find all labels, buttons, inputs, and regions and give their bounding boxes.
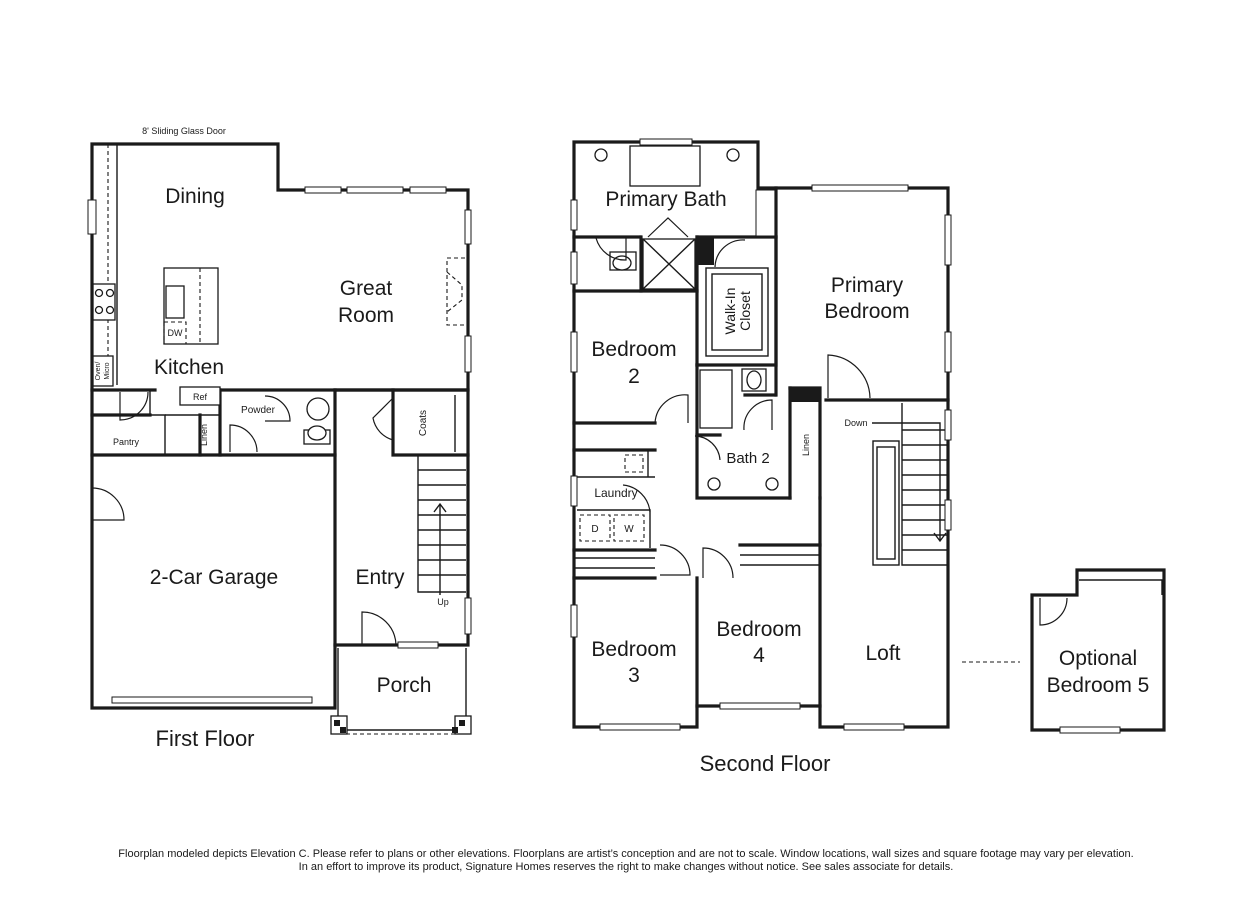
washer-label: W [624,524,634,535]
refrigerator-label: Ref [193,392,208,402]
room-label-walk-in-closet: Walk-In [722,288,738,335]
bathtub-icon [699,369,733,429]
second-floor-labels: Primary Bath Primary Bedroom Walk-In Clo… [591,188,1149,776]
dryer-box [579,514,611,542]
room-label-great-room-2: Room [338,304,394,327]
room-label-entry: Entry [355,566,405,589]
oven-micro-label-2: Micro [104,362,111,379]
washer-box [613,514,645,542]
disclaimer-line-1: Floorplan modeled depicts Elevation C. P… [118,848,1134,860]
stairs-up [418,469,466,595]
second-floor-plan [570,138,1166,734]
room-label-bedroom-3: Bedroom [591,638,676,661]
bathtub-icon [629,145,701,187]
room-label-great-room: Great [340,277,393,300]
room-label-laundry: Laundry [594,486,637,500]
dishwasher-label: DW [168,328,183,338]
room-label-optional-bedroom-5: Optional [1059,647,1137,670]
sliding-door-label: 8' Sliding Glass Door [142,126,226,136]
stairs-down [872,403,948,566]
sink-icon [165,285,185,319]
room-label-bedroom-3-number: 3 [628,664,640,687]
room-label-primary-bath: Primary Bath [605,188,726,211]
first-floor-labels: 8' Sliding Glass Door Dining Great Room … [95,126,449,751]
room-label-primary-bedroom-2: Bedroom [824,300,909,323]
dryer-label: D [591,524,598,535]
room-label-porch: Porch [377,674,432,697]
stairs-up-label: Up [437,597,449,607]
toilet-icon [746,370,762,390]
room-label-primary-bedroom: Primary [831,274,904,297]
room-label-powder: Powder [241,405,276,416]
optional-bedroom-wall [1030,568,1166,732]
garage-door [111,696,313,704]
oven-micro-label: Oven/ [95,362,102,381]
disclaimer-line-2: In an effort to improve its product, Sig… [298,861,954,873]
room-label-kitchen: Kitchen [154,356,224,379]
disclaimer: Floorplan modeled depicts Elevation C. P… [0,848,1252,874]
oven-micro-box [92,355,114,387]
first-floor-title: First Floor [156,726,255,751]
first-floor-exterior-wall [90,142,470,710]
room-label-walk-in-closet-2: Closet [737,291,753,331]
room-label-bedroom-2: Bedroom [591,338,676,361]
refrigerator-box [179,386,221,406]
room-label-bedroom-4-number: 4 [753,644,765,667]
first-floor-plan [87,142,472,735]
fireplace-icon [446,257,465,326]
room-label-linen: Linen [199,424,209,446]
room-label-optional-bedroom-5-2: Bedroom 5 [1047,674,1150,697]
room-label-garage: 2-Car Garage [150,566,278,589]
room-label-loft: Loft [865,642,900,665]
stairs-down-label: Down [844,418,867,428]
second-floor-title: Second Floor [700,751,831,776]
room-label-bedroom-4: Bedroom [716,618,801,641]
room-label-linen-2: Linen [801,434,811,456]
room-label-bath-2: Bath 2 [726,450,769,467]
toilet-icon [307,425,327,441]
room-label-bedroom-2-number: 2 [628,365,640,388]
room-label-dining: Dining [165,185,225,208]
room-label-pantry: Pantry [113,437,140,447]
room-label-coats: Coats [418,410,429,436]
powder-sink-icon [306,397,330,421]
porch-outline [337,648,467,731]
